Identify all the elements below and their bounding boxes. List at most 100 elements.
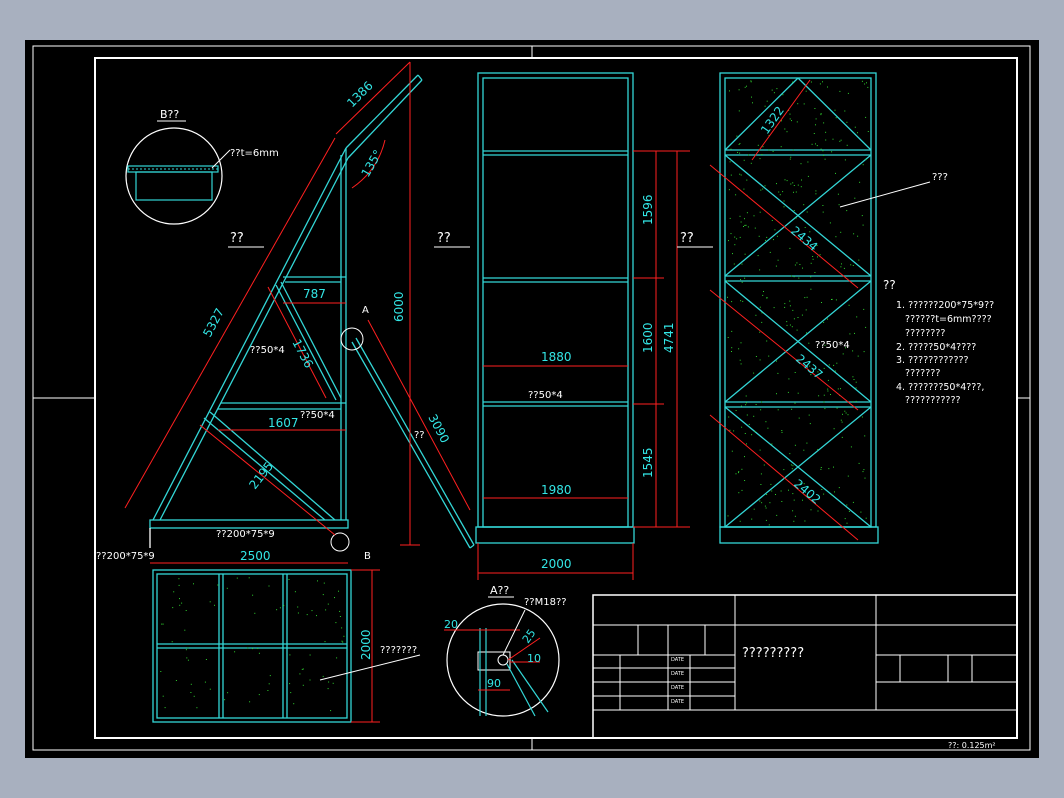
mesh-speckle	[818, 395, 820, 397]
mesh-speckle	[309, 654, 311, 656]
mesh-speckle	[743, 159, 745, 161]
mesh-speckle	[861, 416, 863, 418]
note-line-6: ???????	[896, 368, 940, 379]
mesh-speckle	[297, 606, 299, 608]
mesh-speckle	[335, 622, 337, 624]
mesh-speckle	[835, 299, 837, 301]
mesh-speckle	[789, 305, 791, 307]
mesh-speckle	[740, 221, 742, 223]
mesh-speckle	[730, 233, 732, 235]
mesh-speckle	[837, 388, 839, 390]
mesh-speckle	[854, 332, 855, 334]
mesh-speckle	[796, 262, 798, 264]
mesh-speckle	[789, 324, 791, 326]
mesh-speckle	[750, 162, 752, 164]
mesh-speckle	[859, 181, 861, 183]
mesh-speckle	[187, 659, 189, 661]
mesh-speckle	[171, 641, 173, 643]
mesh-speckle	[754, 227, 756, 229]
mesh-speckle	[814, 272, 816, 273]
mesh-speckle	[761, 154, 763, 155]
mesh-speckle	[782, 191, 784, 193]
mesh-speckle	[765, 421, 767, 423]
mesh-speckle	[824, 408, 826, 410]
mesh-speckle	[332, 682, 334, 684]
mesh-speckle	[796, 121, 798, 123]
mesh-speckle	[806, 332, 807, 334]
detail-b: B?? ??t=6mm	[125, 108, 279, 225]
mesh-speckle	[780, 490, 782, 492]
mesh-speckle	[833, 466, 834, 468]
mesh-speckle	[786, 180, 788, 182]
dim-1980: 1980	[541, 483, 572, 497]
mesh-speckle	[746, 414, 748, 416]
mesh-speckle	[835, 117, 837, 119]
notes-heading: ??	[883, 278, 896, 292]
mesh-speckle	[853, 233, 855, 235]
mesh-speckle	[833, 364, 835, 366]
mesh-speckle	[841, 436, 843, 438]
mesh-speckle	[745, 224, 747, 226]
mesh-speckle	[793, 276, 795, 278]
mesh-speckle	[813, 133, 815, 134]
mesh-speckle	[204, 681, 206, 683]
mesh-speckle	[729, 90, 730, 92]
mesh-speckle	[342, 641, 344, 643]
mesh-speckle	[848, 510, 850, 512]
mesh-speckle	[861, 215, 863, 217]
mesh-speckle	[834, 370, 836, 372]
mesh-speckle	[755, 314, 757, 316]
mesh-speckle	[823, 401, 825, 403]
drawing-name: ?????????	[742, 646, 804, 661]
mesh-speckle	[858, 259, 860, 261]
mesh-speckle	[754, 431, 756, 432]
mesh-speckle	[731, 351, 732, 352]
mesh-speckle	[746, 179, 748, 181]
mesh-speckle	[234, 651, 236, 653]
note-base-channel-side: ??200*75*9	[96, 551, 155, 562]
mesh-speckle	[793, 191, 794, 193]
mesh-speckle	[786, 131, 788, 133]
mesh-speckle	[815, 193, 817, 195]
mesh-speckle	[816, 244, 818, 246]
mesh-speckle	[161, 623, 163, 625]
dim-4741: 4741	[662, 322, 676, 353]
mesh-speckle	[248, 577, 250, 579]
mesh-speckle	[175, 680, 177, 681]
mesh-speckle	[863, 351, 865, 353]
mesh-speckle	[728, 189, 730, 191]
mesh-speckle	[181, 602, 183, 604]
mesh-speckle	[817, 256, 818, 258]
mesh-speckle	[795, 217, 797, 219]
mesh-speckle	[185, 649, 187, 651]
mesh-speckle	[791, 408, 793, 410]
mesh-speckle	[863, 308, 865, 310]
mesh-speckle	[790, 183, 792, 185]
mesh-speckle	[738, 89, 740, 91]
mesh-speckle	[761, 312, 763, 314]
mesh-speckle	[209, 688, 211, 690]
mesh-speckle	[741, 468, 743, 470]
mesh-speckle	[795, 191, 797, 193]
mesh-speckle	[855, 387, 857, 389]
mesh-speckle	[800, 186, 802, 188]
mesh-speckle	[283, 605, 285, 607]
mesh-speckle	[773, 307, 775, 309]
mesh-speckle	[214, 604, 215, 606]
mesh-speckle	[769, 502, 771, 504]
mesh-speckle	[759, 500, 761, 502]
mesh-speckle	[775, 494, 776, 495]
mesh-speckle	[744, 253, 746, 255]
mesh-speckle	[765, 519, 767, 521]
mesh-speckle	[807, 175, 809, 177]
mesh-speckle	[736, 238, 738, 240]
mesh-speckle	[767, 427, 769, 429]
mesh-speckle	[856, 316, 858, 318]
mesh-speckle	[777, 372, 779, 374]
mesh-speckle	[792, 510, 794, 512]
dim-6000: 6000	[392, 291, 406, 322]
mesh-speckle	[801, 314, 803, 316]
mesh-speckle	[867, 131, 869, 132]
mesh-speckle	[820, 148, 822, 150]
mesh-speckle	[761, 321, 763, 323]
